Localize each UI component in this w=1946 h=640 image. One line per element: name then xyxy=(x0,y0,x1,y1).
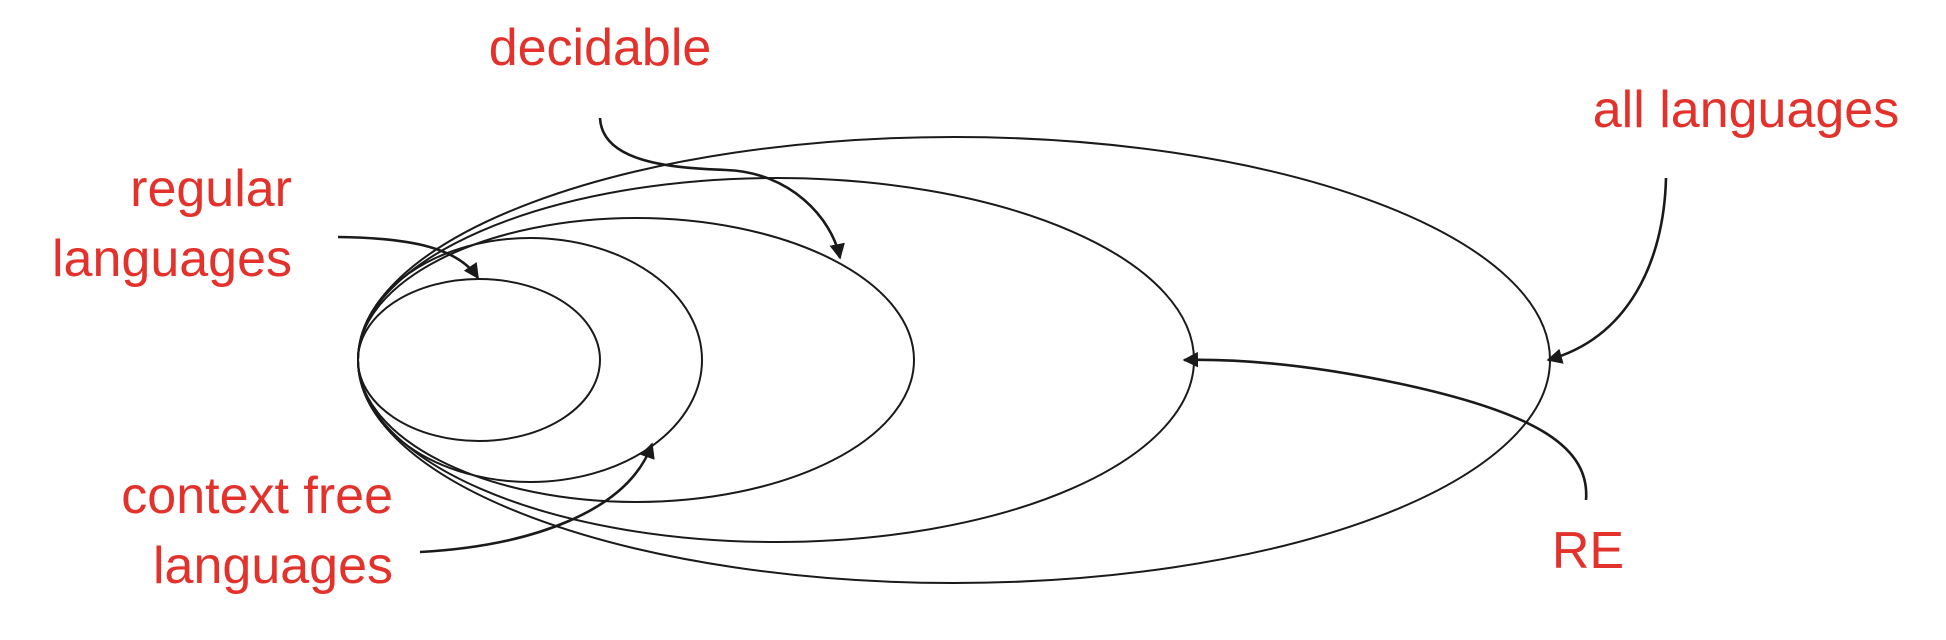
all-languages-arrow xyxy=(1546,177,1668,364)
regular-languages-label-line2: languages xyxy=(52,230,292,288)
context-free-languages-label-line1: context free xyxy=(121,467,393,525)
context-free-arrow xyxy=(419,442,655,554)
all-languages-label: all languages xyxy=(1593,81,1899,139)
decidable-set xyxy=(357,217,915,503)
decidable-label: decidable xyxy=(489,19,712,77)
regular-languages-label-line1: regular xyxy=(130,160,292,218)
decidable-arrow xyxy=(598,117,845,260)
all-languages-set xyxy=(357,136,1551,584)
re-set xyxy=(357,177,1195,543)
re-arrow xyxy=(1182,351,1588,501)
re-label: RE xyxy=(1552,522,1624,580)
regular-arrow xyxy=(337,235,480,280)
regular-set xyxy=(357,278,601,442)
context-free-languages-label-line2: languages xyxy=(153,537,393,595)
